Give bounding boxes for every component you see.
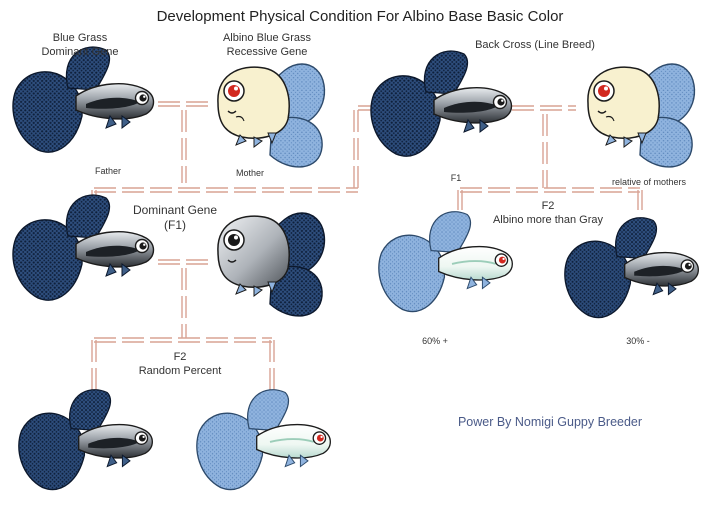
label-f2-albino-more-than-gray: F2 Albino more than Gray — [492, 200, 604, 226]
label-father: Father — [94, 166, 121, 176]
connector-f2-random-bar — [94, 337, 272, 343]
connector-f1-bar — [94, 187, 358, 193]
f1-dominant-female-fish — [217, 212, 326, 317]
label-percent-30: 30% - — [626, 336, 650, 346]
connector-f1-down — [181, 268, 187, 338]
f2-random-albino-fish — [196, 389, 331, 490]
blue-grass-father-fish — [12, 46, 155, 153]
label-back-cross: Back Cross (Line Breed) — [475, 39, 595, 51]
backcross-f2-albino-fish — [378, 211, 513, 312]
credit-text: Power By Nomigi Guppy Breeder — [457, 415, 643, 429]
albino-mother-fish — [217, 63, 326, 168]
connector-f2-random-right-drop — [269, 340, 275, 392]
label-albino-blue-grass-recessive: Albino Blue Grass Recessive Gene — [222, 32, 312, 58]
connector-f2-random-left-drop — [91, 340, 97, 392]
label-dominant-gene-f1: Dominant Gene (F1) — [132, 203, 218, 232]
label-mother: Mother — [235, 168, 264, 178]
backcross-f2-gray-fish — [564, 217, 699, 318]
label-f1-backcross: F1 — [450, 173, 462, 183]
connector-f1-right-rise — [353, 110, 359, 190]
label-f2-random-percent: F2 Random Percent — [138, 351, 222, 377]
f2-random-gray-fish — [18, 389, 153, 490]
diagram-title: Development Physical Condition For Albin… — [156, 8, 564, 25]
connector-backcross-left-drop — [457, 190, 463, 210]
backcross-f1-fish — [370, 50, 513, 157]
label-percent-60: 60% + — [422, 336, 448, 346]
connector-parents-down — [181, 110, 187, 183]
label-blue-grass-dominant: Blue Grass Dominant Gene — [41, 32, 119, 58]
connector-backcross-f2-bar — [460, 187, 640, 193]
connector-backcross-pair — [512, 105, 576, 111]
connector-backcross-right-drop — [637, 190, 643, 210]
connector-f1-pair — [158, 259, 208, 265]
connector-backcross-down — [542, 114, 548, 188]
backcross-relative-of-mothers-fish — [587, 63, 696, 168]
label-relative-of-mothers: relative of mothers — [611, 177, 687, 187]
f1-dominant-male-fish — [12, 194, 155, 301]
connector-parents-pair — [158, 101, 208, 107]
